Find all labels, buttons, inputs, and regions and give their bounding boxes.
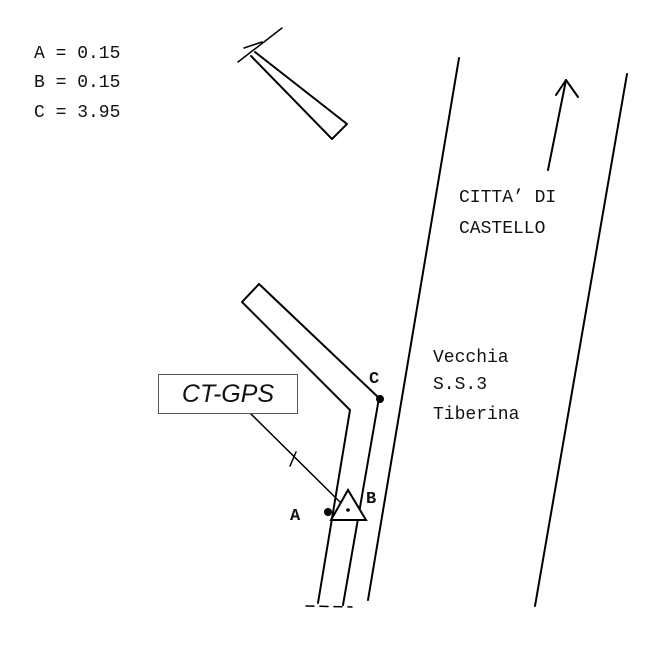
break-mark-top: [237, 27, 283, 63]
measure-legend: A = 0.15 B = 0.15 C = 3.95: [34, 44, 120, 123]
station-name-box: CT-GPS: [158, 374, 298, 414]
direction-label-line1: CITTA’ DI: [459, 188, 556, 208]
legend-line-a: A = 0.15: [34, 44, 120, 64]
gps-station-marker: [329, 488, 368, 521]
direction-label-line2: CASTELLO: [459, 219, 545, 239]
point-b: B: [366, 490, 376, 509]
direction-label: CITTA’ DI CASTELLO: [459, 188, 556, 239]
break-mark-bottom: [305, 605, 353, 608]
point-b-label: B: [366, 490, 376, 509]
road-edge-left: [367, 57, 460, 601]
point-c: C: [369, 370, 384, 403]
road-name-line3: Tiberina: [433, 405, 520, 425]
station-name: CT-GPS: [181, 379, 275, 408]
road-name-label: Vecchia S.S.3 Tiberina: [433, 348, 520, 425]
wall-structure-lower: [241, 283, 380, 608]
direction-arrow: [547, 79, 579, 171]
point-c-label: C: [369, 370, 379, 389]
triangle-marker-icon: [329, 488, 368, 521]
road-name-line2: S.S.3: [433, 375, 487, 395]
point-a-label: A: [290, 507, 301, 526]
wall-fragment-top: [237, 27, 348, 140]
point-a: A: [290, 507, 332, 526]
legend-line-c: C = 3.95: [34, 103, 120, 123]
station-leader: [249, 412, 345, 507]
road-edges: [367, 57, 628, 607]
road-edge-right: [534, 73, 628, 607]
road-name-line1: Vecchia: [433, 348, 509, 368]
legend-line-b: B = 0.15: [34, 73, 120, 93]
